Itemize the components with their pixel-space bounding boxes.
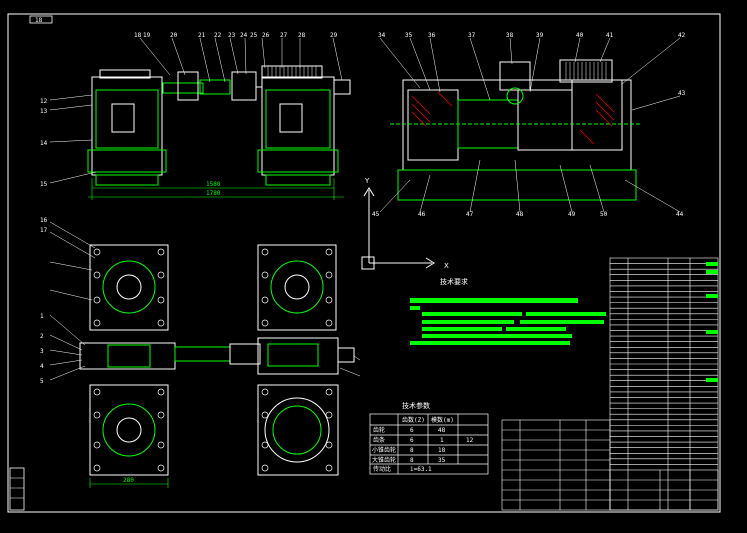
right-balloon-label: 44 <box>676 211 684 218</box>
right-balloon-label: 38 <box>506 32 514 39</box>
left-balloon-label: 14 <box>40 140 48 147</box>
tech-params-cell: 8 <box>410 447 414 454</box>
right-balloon-label: 47 <box>466 211 474 218</box>
right-balloon-label: 50 <box>600 211 608 218</box>
right-balloon-label: 46 <box>418 211 426 218</box>
tech-params-cell: 齿轮 <box>373 426 385 434</box>
tech-params-cell: 6 <box>410 427 414 434</box>
axis-x-label: X <box>444 262 449 270</box>
top-balloon-label: 19 <box>143 32 151 39</box>
tech-params-cell: 传动比 <box>373 465 391 473</box>
top-balloon-label: 27 <box>280 32 288 39</box>
top-hatch <box>267 66 317 78</box>
tech-params-cell: 18 <box>438 447 446 454</box>
top-balloon-label: 25 <box>250 32 258 39</box>
section-leaders <box>379 37 681 213</box>
top-balloon-label: 26 <box>262 32 270 39</box>
front-view-assembly <box>87 65 351 186</box>
drawing-frame <box>7 13 721 513</box>
tech-params-header: 模数(m) <box>431 416 454 424</box>
tech-params-cell: 35 <box>438 457 446 464</box>
right-balloon-label: 41 <box>606 32 614 39</box>
axis-y-label: Y <box>364 177 370 185</box>
tech-req-bars <box>410 298 606 345</box>
right-balloon-label: 42 <box>678 32 686 39</box>
left-balloon-label: 15 <box>40 181 48 188</box>
left-balloon-label: 5 <box>40 378 44 385</box>
plan-view-assembly <box>79 244 355 476</box>
tech-params-cell: 6 <box>410 437 414 444</box>
tech-params-cell: 小锥齿轮 <box>372 446 396 454</box>
sheet-number-tab <box>29 15 53 24</box>
top-balloon-label: 24 <box>240 32 248 39</box>
left-balloon-label: 2 <box>40 333 44 340</box>
left-balloon-label: 12 <box>40 98 48 105</box>
tech-req-title: 技术要求 <box>440 277 468 286</box>
left-leaders-upper <box>49 94 97 184</box>
title-block <box>609 469 719 511</box>
right-balloon-label: 35 <box>405 32 413 39</box>
top-balloon-label: 18 <box>134 32 142 39</box>
top-balloon-label: 28 <box>298 32 306 39</box>
top-balloon-label: 21 <box>198 32 206 39</box>
tech-params-cell: 齿条 <box>373 436 385 444</box>
right-balloon-label: 49 <box>568 211 576 218</box>
sheet-number: 18 <box>35 17 43 24</box>
section-hatch <box>411 91 615 145</box>
tech-params-header: 齿数(Z) <box>402 416 425 424</box>
top-balloon-label: 29 <box>330 32 338 39</box>
left-balloon-label: 13 <box>40 108 48 115</box>
side-strip <box>9 467 25 511</box>
tech-params-cell: 48 <box>438 427 446 434</box>
tech-params-cell: 大锥齿轮 <box>372 456 396 464</box>
bolt-holes <box>93 248 333 472</box>
tech-params-title: 技术参数 <box>402 401 430 410</box>
parts-list-green <box>706 262 718 382</box>
tech-params-cell: 1 <box>440 437 444 444</box>
plan-dimensions <box>89 478 169 488</box>
right-balloon-label: 36 <box>428 32 436 39</box>
right-balloon-label: 40 <box>576 32 584 39</box>
right-balloon-label: 34 <box>378 32 386 39</box>
tech-params-cell: 8 <box>410 457 414 464</box>
top-leaders <box>139 37 343 83</box>
front-dimensions <box>88 178 344 200</box>
section-hatch-top <box>565 62 607 80</box>
tech-params-cell: i=63.1 <box>410 466 432 473</box>
left-leaders-lower <box>49 221 361 381</box>
right-balloon-label: 39 <box>536 32 544 39</box>
right-balloon-label: 43 <box>678 90 686 97</box>
right-balloon-label: 48 <box>516 211 524 218</box>
left-balloon-label: 1 <box>40 313 44 320</box>
section-view-assembly <box>390 59 640 201</box>
top-balloon-label: 22 <box>214 32 222 39</box>
tech-params-cell: 12 <box>466 437 474 444</box>
top-balloon-label: 23 <box>228 32 236 39</box>
left-balloon-label: 16 <box>40 217 48 224</box>
right-balloon-label: 37 <box>468 32 476 39</box>
dimension-base-left: 280 <box>123 477 134 484</box>
parts-list <box>501 257 719 511</box>
dimension-length-lower: 1780 <box>206 190 221 197</box>
left-balloon-label: 3 <box>40 348 44 355</box>
tech-params-table <box>369 413 489 475</box>
ucs-icon <box>361 187 435 270</box>
dimension-length-upper: 1580 <box>206 181 221 188</box>
left-balloon-label: 17 <box>40 227 48 234</box>
left-balloon-label: 4 <box>40 363 44 370</box>
right-balloon-label: 45 <box>372 211 380 218</box>
top-balloon-label: 20 <box>170 32 178 39</box>
